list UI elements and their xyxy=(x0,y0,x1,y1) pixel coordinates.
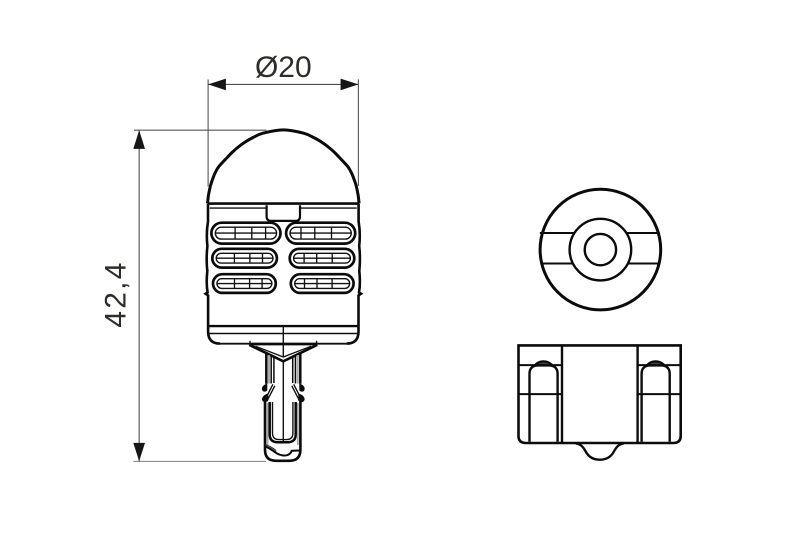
svg-text:42,4: 42,4 xyxy=(100,260,133,327)
svg-text:Ø20: Ø20 xyxy=(255,51,312,84)
